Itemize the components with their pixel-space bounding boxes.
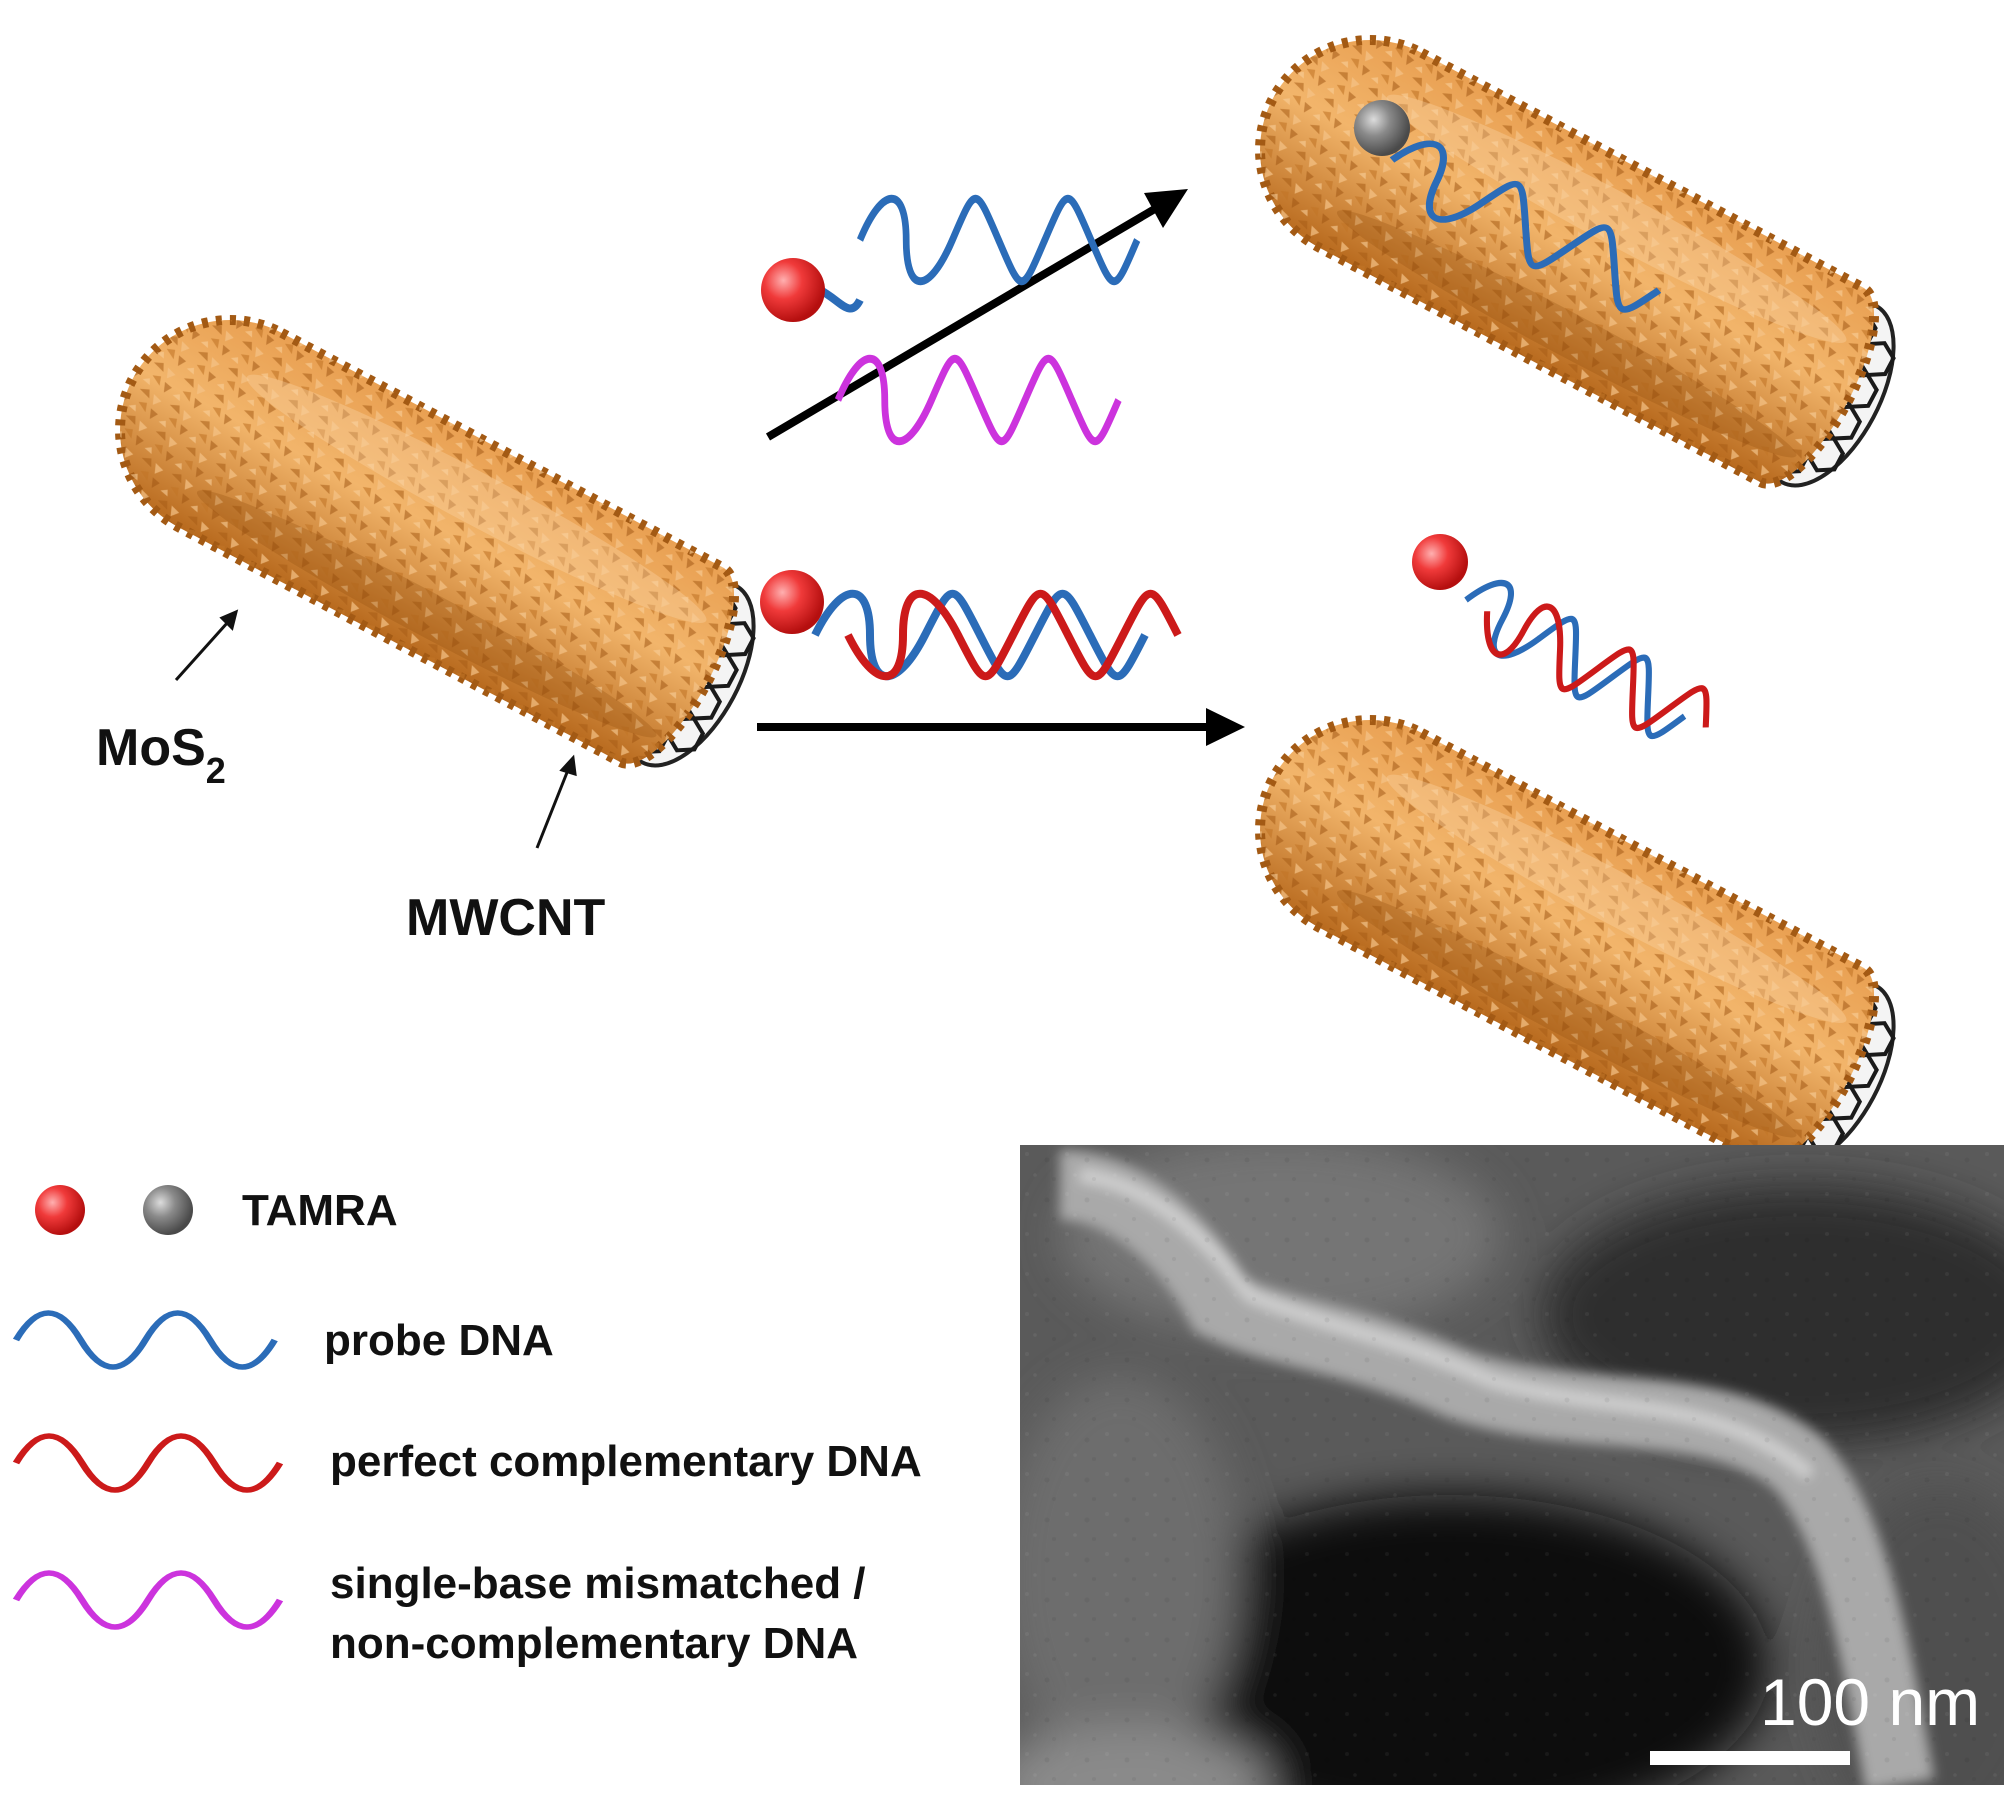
legend-label-complementary: perfect complementary DNA: [330, 1437, 922, 1486]
legend: TAMRA probe DNA perfect complementary DN…: [12, 1185, 922, 1668]
mos2-label: MoS2: [96, 719, 226, 791]
legend-label-probe: probe DNA: [324, 1316, 554, 1365]
legend-tamra-icons: [35, 1185, 193, 1235]
sem-micrograph: 100 nm: [1020, 1145, 2004, 1785]
legend-label-mismatched-2: non-complementary DNA: [330, 1619, 858, 1668]
mwcnt-label: MWCNT: [406, 889, 606, 947]
legend-swatch-complementary: [12, 1433, 284, 1493]
tamra-dye-fluorescent: [760, 570, 824, 634]
top-reaction-arrow: [765, 189, 1188, 441]
tamra-dye-fluorescent: [761, 258, 825, 322]
bottom-reaction-arrow: [757, 708, 1245, 746]
duplex-dna-bottom: [815, 594, 1178, 677]
probe-dna-strand-top: [818, 199, 1137, 313]
tamra-dye-quenched: [1354, 100, 1410, 156]
scale-bar: [1650, 1751, 1850, 1765]
released-duplex-dna: [1451, 571, 1722, 757]
tamra-dye-fluorescent: [1412, 534, 1468, 590]
legend-label-mismatched-1: single-base mismatched /: [330, 1559, 866, 1608]
mos2-pointer-arrow: [174, 609, 239, 682]
mwcnt-pointer-arrow: [535, 754, 577, 849]
mos2-mwcnt-nanotube-left: [81, 281, 785, 794]
mos2-mwcnt-nanotube-top-right: [1221, 1, 1925, 514]
legend-swatch-mismatched: [12, 1570, 284, 1630]
scale-bar-label: 100 nm: [1760, 1665, 1980, 1739]
legend-label-tamra: TAMRA: [242, 1186, 398, 1235]
legend-swatch-probe: [12, 1310, 278, 1370]
mismatched-dna-strand-top: [838, 359, 1119, 442]
mos2-mwcnt-nanotube-bottom-right: [1221, 681, 1925, 1194]
